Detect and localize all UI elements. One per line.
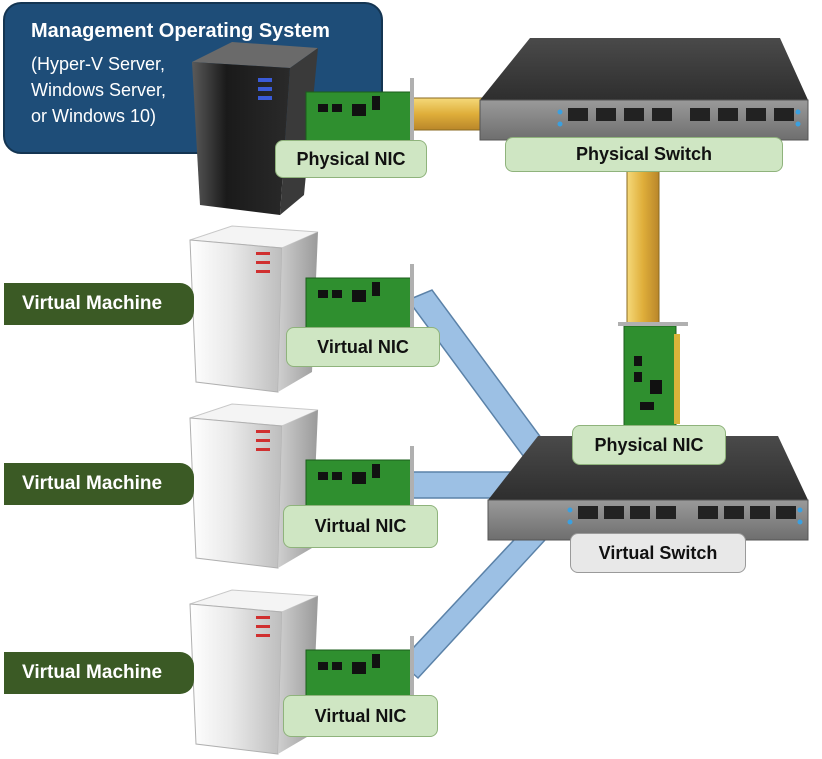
physical-nic-host-label: Physical NIC [275,140,427,178]
management-os-line-1: (Hyper-V Server, [31,54,166,74]
virtual-machine-label-2: Virtual Machine [4,463,194,505]
virtual-nic-label-2: Virtual NIC [283,505,438,548]
virtual-cable-vm3 [398,524,547,680]
virtual-switch-label: Virtual Switch [570,533,746,573]
virtual-nic-label-3: Virtual NIC [283,695,438,737]
management-os-line-2: Windows Server, [31,80,167,100]
physical-switch-label: Physical Switch [505,137,783,172]
virtual-cable-vm1 [406,289,558,469]
virtual-cable-vm2 [411,471,518,499]
management-os-line-3: or Windows 10) [31,106,157,126]
virtual-machine-label-1: Virtual Machine [4,283,194,325]
physical-cable-switch-to-nic [626,169,660,331]
virtual-machine-label-3: Virtual Machine [4,652,194,694]
physical-nic-vswitch-label: Physical NIC [572,425,726,465]
management-os-title: Management Operating System [31,20,330,42]
virtual-nic-label-1: Virtual NIC [286,327,440,367]
physical-cable-host-to-switch [409,97,491,131]
management-os-panel: Management Operating System (Hyper-V Ser… [3,2,383,154]
